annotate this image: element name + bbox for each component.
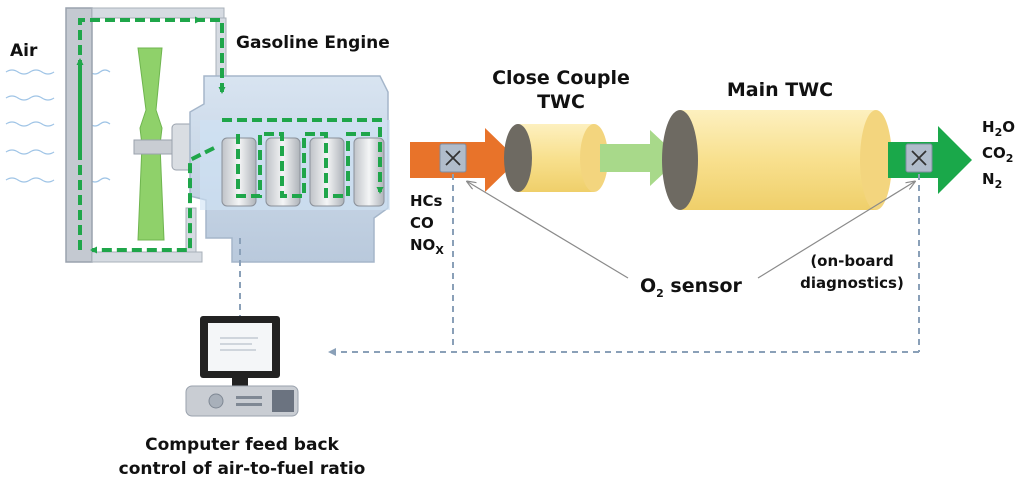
computer-label-line1: Computer feed back — [145, 435, 339, 455]
feedback-signal-lines — [239, 174, 920, 356]
obd-label-line1: (on-board — [810, 252, 893, 270]
gasoline-engine-block — [189, 75, 390, 263]
close-couple-label-line2: TWC — [537, 91, 585, 113]
downstream-o2-sensor — [905, 143, 933, 173]
coolant-flow-loop — [76, 16, 384, 254]
cooling-fan — [133, 47, 195, 241]
computer-monitor-icon — [185, 316, 299, 417]
x-cross-sensor-icon — [911, 150, 927, 166]
upstream-o2-sensor — [439, 143, 467, 173]
intermediate-exhaust-arrow — [600, 130, 680, 186]
obd-label-line2: diagnostics) — [800, 274, 904, 292]
main-twc-label: Main TWC — [727, 79, 833, 101]
computer-label-line2: control of air-to-fuel ratio — [119, 459, 366, 479]
close-couple-label-line1: Close Couple — [492, 67, 630, 89]
outlet-h2o-label: H2O — [982, 118, 1015, 139]
o2-sensor-label: O2 sensor — [640, 275, 743, 300]
x-cross-sensor-icon — [445, 150, 461, 166]
inlet-nox-label: NOX — [410, 236, 444, 257]
outlet-n2-label: N2 — [982, 170, 1002, 191]
inlet-co-label: CO — [410, 214, 434, 232]
gasoline-engine-label: Gasoline Engine — [236, 33, 390, 53]
inlet-hcs-label: HCs — [410, 192, 443, 210]
main-twc — [662, 110, 892, 210]
o2-sensor-pointers — [468, 182, 914, 279]
air-flow-waves — [5, 69, 111, 183]
outlet-co2-label: CO2 — [982, 144, 1013, 165]
air-label: Air — [10, 41, 38, 61]
close-couple-twc — [504, 124, 608, 192]
